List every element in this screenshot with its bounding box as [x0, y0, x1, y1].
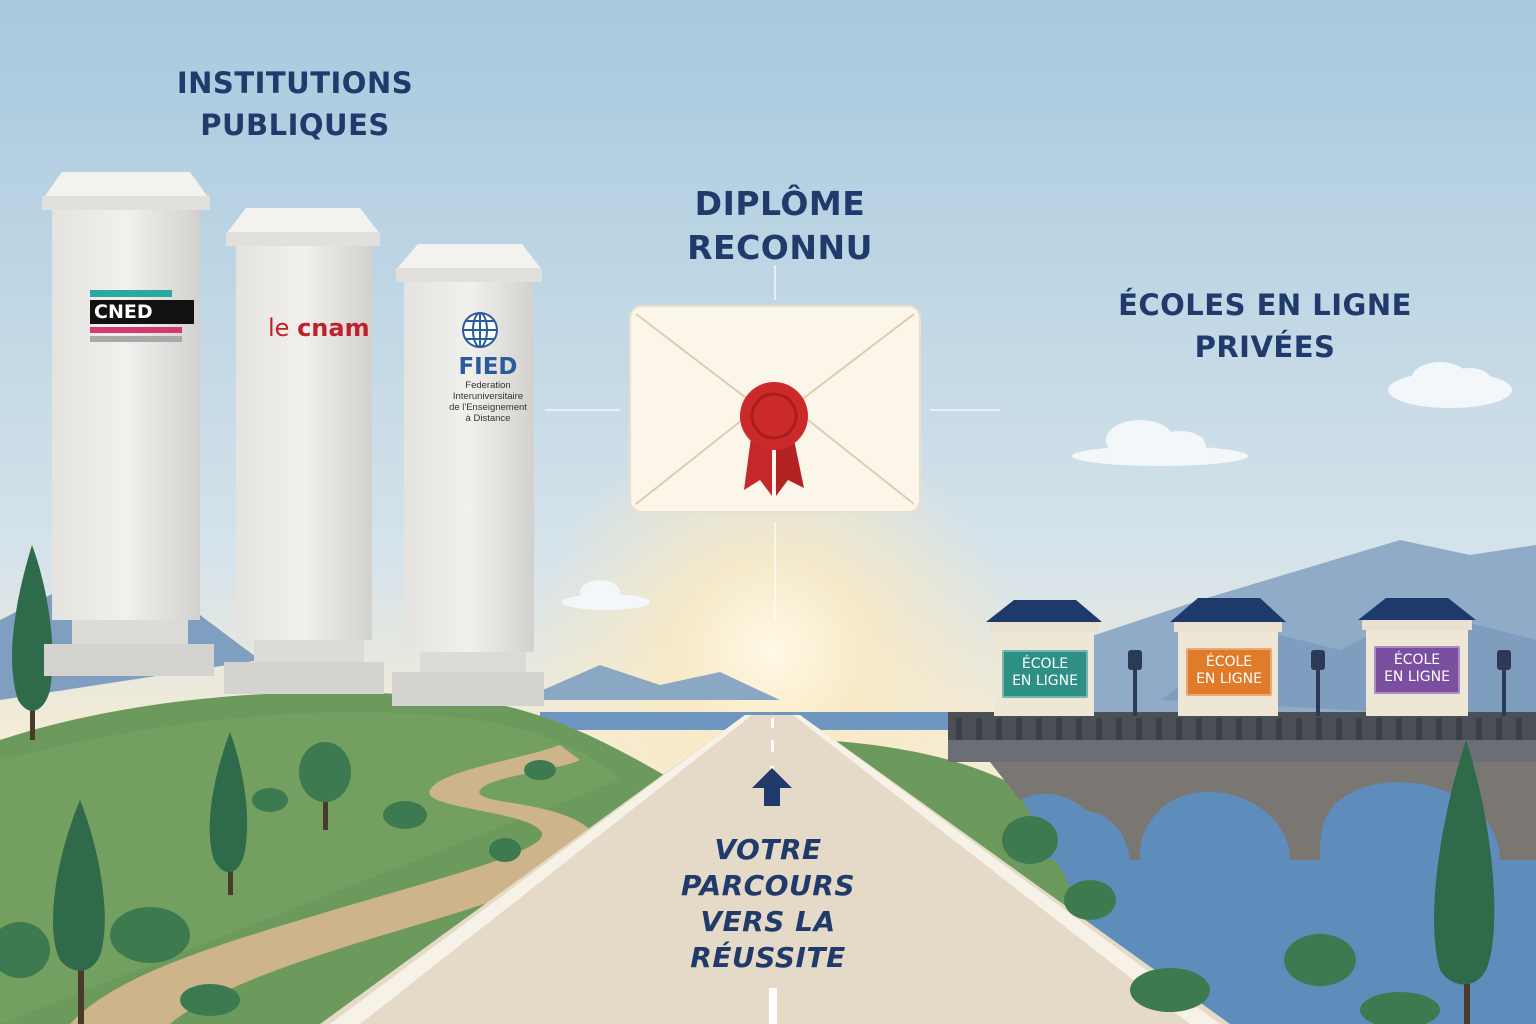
- bushes: [0, 760, 1440, 1024]
- cned-logo: CNED: [90, 290, 194, 342]
- pillar-cnam: [224, 208, 384, 694]
- tree-left-mid: [209, 732, 248, 895]
- cnam-logo: le cnam: [268, 314, 370, 342]
- cloud-right-mid: [1072, 420, 1248, 466]
- tree-left-front: [52, 800, 105, 1024]
- cloud-center: [562, 580, 650, 610]
- fied-subtitle-line-3: de l'Enseignement: [449, 402, 527, 413]
- public-title-line-2: PUBLIQUES: [200, 108, 390, 142]
- fied-subtitle-line-1: Federation: [465, 380, 511, 391]
- bridge: [948, 712, 1536, 860]
- fied-subtitle-line-4: à Distance: [465, 413, 511, 424]
- school-sign-2-line-2: EN LIGNE: [1196, 671, 1262, 687]
- tree-right-front: [1434, 740, 1495, 1024]
- lamp-post-icon: [1128, 650, 1511, 716]
- school-sign-3: ÉCOLE EN LIGNE: [1374, 646, 1460, 694]
- school-sign-3-line-2: EN LIGNE: [1384, 669, 1450, 685]
- school-sign-1-line-2: EN LIGNE: [1012, 673, 1078, 689]
- private-schools-title: ÉCOLES EN LIGNE PRIVÉES: [1110, 284, 1420, 368]
- cloud-right-top: [1388, 362, 1512, 408]
- public-institutions-title: INSTITUTIONS PUBLIQUES: [150, 62, 440, 146]
- school-sign-1: ÉCOLE EN LIGNE: [1002, 650, 1088, 698]
- fied-subtitle-line-2: Interuniversitaire: [452, 391, 524, 402]
- fied-subtitle: Federation Interuniversitaire de l'Ensei…: [436, 380, 540, 424]
- school-sign-1-line-1: ÉCOLE: [1021, 656, 1069, 672]
- school-sign-3-line-1: ÉCOLE: [1393, 652, 1441, 668]
- wax-seal-icon: [740, 382, 808, 496]
- cnam-prefix: le: [268, 314, 290, 342]
- pillar-fied: [392, 244, 544, 706]
- private-title-line-2: PRIVÉES: [1194, 330, 1336, 364]
- school-sign-2-line-1: ÉCOLE: [1205, 654, 1253, 670]
- path-line-3: VERS LA: [700, 905, 836, 938]
- public-title-line-1: INSTITUTIONS: [176, 66, 414, 100]
- path-line-4: RÉUSSITE: [690, 941, 846, 974]
- cned-logo-text: CNED: [90, 300, 194, 324]
- up-arrow-icon: [752, 768, 792, 806]
- path-line-1: VOTRE: [714, 833, 822, 866]
- path-to-success-text: VOTRE PARCOURS VERS LA RÉUSSITE: [600, 832, 936, 976]
- private-title-line-1: ÉCOLES EN LIGNE: [1118, 288, 1412, 322]
- globe-icon: [462, 312, 498, 348]
- envelope-glow-rays: [545, 265, 1000, 620]
- tree-left-tall: [12, 545, 53, 740]
- diploma-title: DIPLÔME RECONNU: [620, 182, 940, 270]
- pillar-cned: [42, 172, 214, 676]
- school-sign-2: ÉCOLE EN LIGNE: [1186, 648, 1272, 696]
- cnam-name: cnam: [297, 314, 370, 342]
- diploma-title-line-2: RECONNU: [687, 228, 873, 267]
- fied-logo: FIED Federation Interuniversitaire de l'…: [436, 312, 540, 424]
- diploma-title-line-1: DIPLÔME: [694, 184, 866, 223]
- tree-left-round: [299, 742, 351, 830]
- path-line-2: PARCOURS: [681, 869, 855, 902]
- fied-title: FIED: [458, 354, 518, 380]
